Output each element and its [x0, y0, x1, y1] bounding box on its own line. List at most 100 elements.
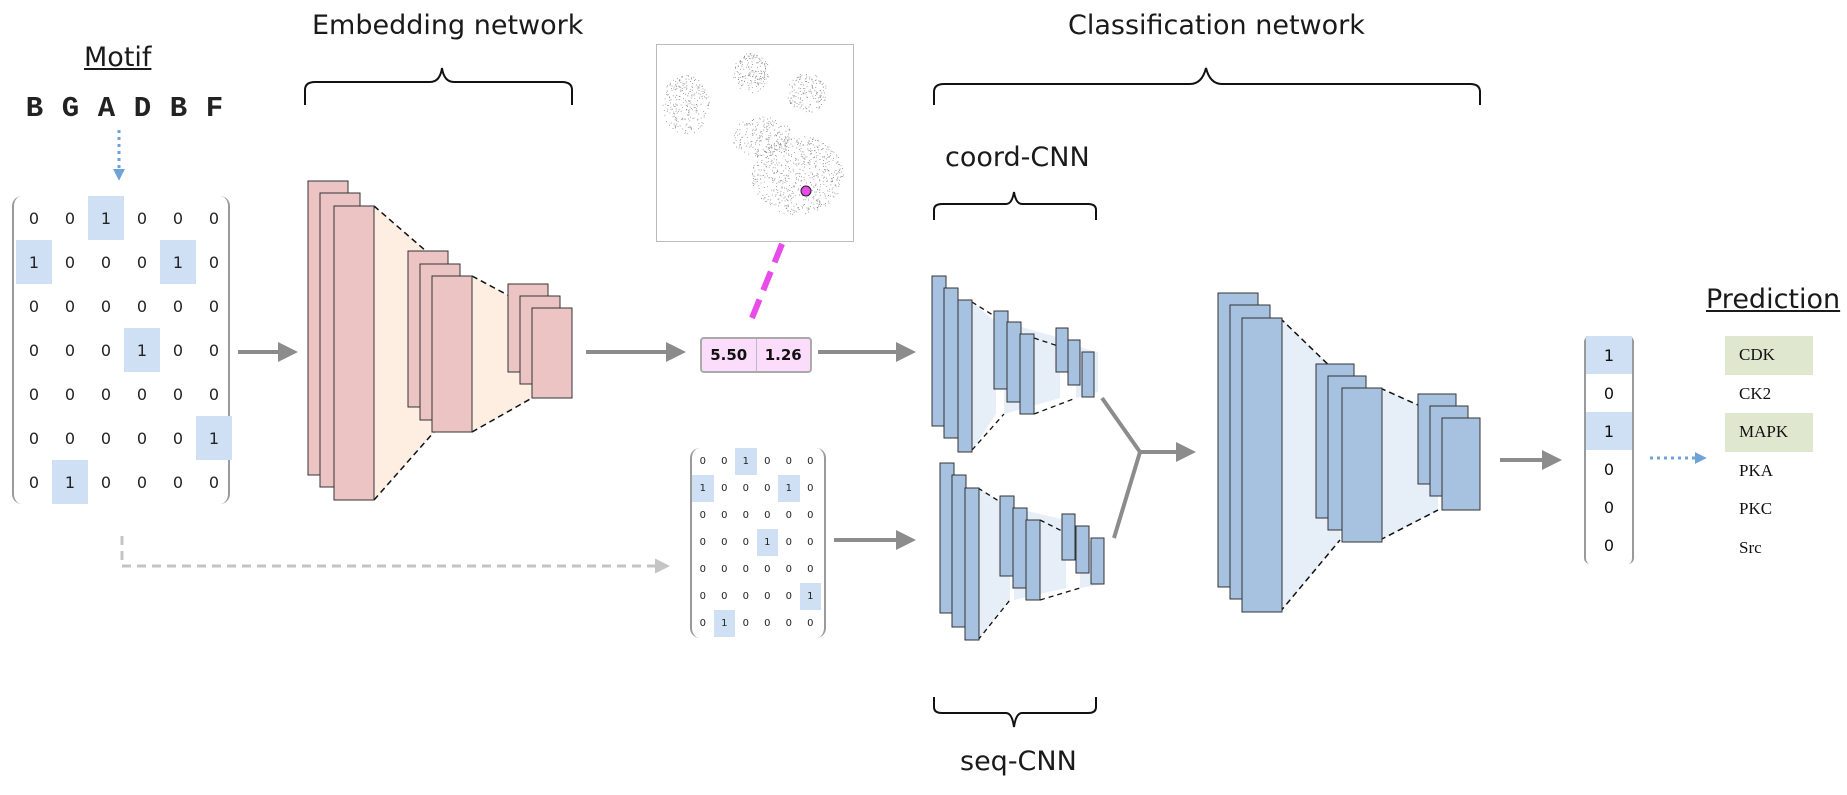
matrix-cell: 0	[136, 384, 148, 404]
small-matrix-cell: 0	[807, 483, 814, 494]
small-matrix-cell: 0	[699, 456, 706, 467]
matrix-cell: 0	[64, 252, 76, 272]
motif-letter: G	[61, 92, 80, 125]
matrix-cell: 0	[208, 252, 220, 272]
small-matrix-cell: 1	[799, 583, 821, 610]
small-matrix-cell: 0	[785, 537, 792, 548]
matrix-cell: 0	[136, 296, 148, 316]
class-label: PKC	[1739, 499, 1773, 519]
small-matrix-cell: 0	[807, 510, 814, 521]
embedding-point-marker	[800, 185, 812, 197]
matrix-cell: 0	[28, 472, 40, 492]
small-matrix-cell: 0	[699, 618, 706, 629]
small-matrix-cell: 0	[742, 564, 749, 575]
small-matrix-cell: 0	[742, 591, 749, 602]
motif-sequence: B G A D B F	[22, 92, 227, 125]
output-cell: 0	[1603, 497, 1615, 517]
embedding-coordinates: 5.50 1.26	[700, 337, 812, 373]
matrix-cell: 0	[208, 296, 220, 316]
small-matrix-cell: 0	[699, 564, 706, 575]
matrix-cell: 0	[100, 340, 112, 360]
matrix-cell: 0	[100, 472, 112, 492]
matrix-cell: 0	[64, 296, 76, 316]
small-matrix-cell: 0	[807, 564, 814, 575]
matrix-cell: 0	[100, 296, 112, 316]
matrix-cell: 1	[196, 416, 232, 460]
small-matrix-cell: 0	[699, 537, 706, 548]
small-matrix-cell: 1	[735, 448, 757, 475]
small-matrix-cell: 0	[742, 510, 749, 521]
small-matrix-cell: 0	[764, 564, 771, 575]
small-matrix-cell: 0	[721, 537, 728, 548]
matrix-cell: 1	[124, 328, 160, 372]
small-matrix-cell: 0	[764, 456, 771, 467]
small-matrix-cell: 0	[764, 483, 771, 494]
matrix-cell: 0	[64, 340, 76, 360]
matrix-cell: 0	[100, 428, 112, 448]
motif-letter: B	[169, 92, 188, 125]
small-matrix-cell: 0	[785, 564, 792, 575]
embedding-network	[307, 180, 573, 501]
matrix-cell: 0	[28, 428, 40, 448]
matrix-cell: 0	[172, 208, 184, 228]
small-matrix-cell: 0	[699, 510, 706, 521]
small-matrix-cell: 0	[764, 510, 771, 521]
seq-cnn-label: seq-CNN	[960, 746, 1077, 777]
embedding-network-title: Embedding network	[312, 10, 584, 41]
motif-letter: F	[205, 92, 224, 125]
class-label: CDK	[1725, 336, 1813, 375]
matrix-cell: 0	[28, 384, 40, 404]
small-matrix-cell: 0	[721, 483, 728, 494]
coord-x: 5.50	[710, 346, 748, 364]
small-matrix-cell: 0	[807, 618, 814, 629]
small-matrix-cell: 0	[699, 591, 706, 602]
matrix-cell: 0	[172, 384, 184, 404]
small-matrix-cell: 0	[785, 510, 792, 521]
matrix-cell: 0	[136, 472, 148, 492]
matrix-cell: 0	[172, 340, 184, 360]
coord-cnn	[931, 275, 1098, 453]
motif-title: Motif	[84, 42, 152, 73]
output-cell: 0	[1603, 383, 1615, 403]
merge-arrow	[1100, 396, 1188, 539]
seq-cnn-brace	[933, 697, 1097, 728]
prediction-title: Prediction	[1706, 284, 1841, 315]
motif-letter: D	[133, 92, 152, 125]
classification-brace	[933, 67, 1481, 105]
small-matrix-cell: 0	[742, 618, 749, 629]
small-matrix-cell: 0	[807, 537, 814, 548]
matrix-cell: 0	[28, 340, 40, 360]
matrix-cell: 1	[16, 240, 52, 284]
flow-arrows	[238, 342, 1562, 550]
embedding-block-1c	[333, 205, 375, 501]
scatter-points	[662, 53, 844, 215]
small-matrix-cell: 0	[721, 456, 728, 467]
classification-network-title: Classification network	[1068, 10, 1365, 41]
coord-cnn-label: coord-CNN	[945, 142, 1090, 173]
small-matrix-cell: 0	[742, 483, 749, 494]
output-cell: 1	[1586, 336, 1632, 374]
small-matrix-cell: 1	[692, 475, 714, 502]
class-label: Src	[1739, 537, 1762, 557]
matrix-cell: 0	[64, 384, 76, 404]
matrix-cell: 0	[64, 428, 76, 448]
small-matrix-cell: 0	[785, 456, 792, 467]
matrix-cell: 0	[208, 340, 220, 360]
coord-cnn-brace	[933, 191, 1097, 220]
matrix-cell: 0	[136, 208, 148, 228]
motif-letter: A	[97, 92, 116, 125]
embedding-scatter-plot	[656, 44, 854, 242]
matrix-cell: 0	[64, 208, 76, 228]
matrix-cell: 0	[28, 208, 40, 228]
small-matrix-cell: 1	[778, 475, 800, 502]
class-label: CK2	[1739, 383, 1772, 403]
small-matrix-cell: 0	[721, 510, 728, 521]
small-matrix-cell: 0	[721, 591, 728, 602]
matrix-cell: 1	[160, 240, 196, 284]
matrix-cell: 0	[172, 296, 184, 316]
